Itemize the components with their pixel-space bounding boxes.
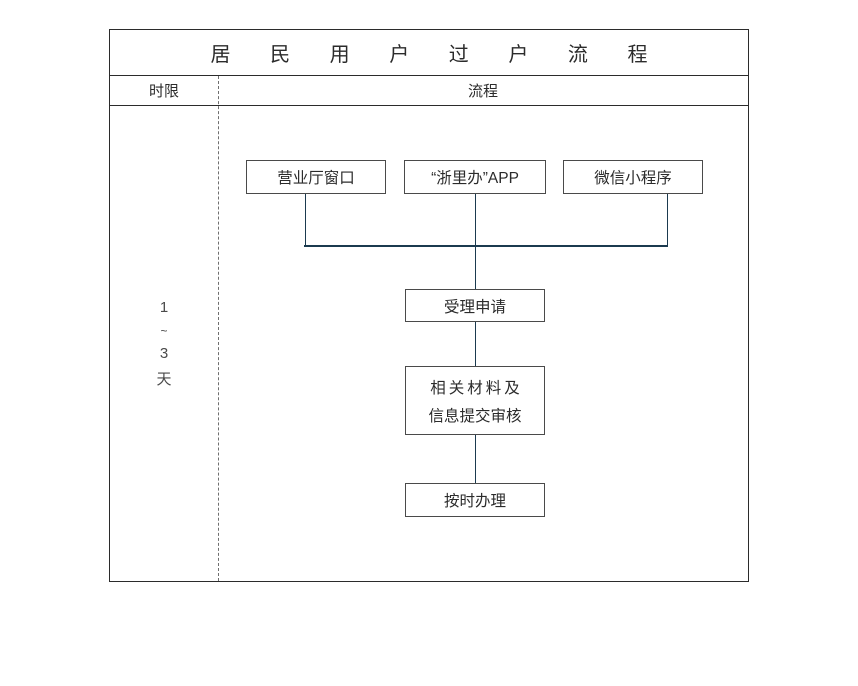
duration-line-1: 1 [159,298,169,316]
column-header-process: 流程 [467,83,498,100]
duration-cell: 1 ~ 3 天 [110,106,218,581]
table-title-row: 居 民 用 户 过 户 流 程 [110,30,748,76]
column-header-duration: 时限 [148,83,179,100]
flow-node-hall-label: 营业厅窗口 [277,170,355,187]
flow-node-app[interactable]: “浙里办”APP [404,160,546,194]
connector-merge-bus [304,245,668,247]
table-body-row: 1 ~ 3 天 营业厅窗口 “浙里办”APP 微信小程序 [110,106,748,581]
flow-node-process-on-time[interactable]: 按时办理 [405,483,545,517]
connector-hall-drop [304,194,306,246]
connector-to-materials [474,322,476,366]
flowchart-table: 居 民 用 户 过 户 流 程 时限 流程 1 ~ 3 天 营业厅窗口 [109,29,749,582]
duration-line-2: ~ [160,323,168,338]
flow-diagram-cell: 营业厅窗口 “浙里办”APP 微信小程序 受理申请 相关材料及 信息提交审核 按… [218,106,748,581]
flow-node-app-label: “浙里办”APP [431,170,519,187]
page-title: 居 民 用 户 过 户 流 程 [210,44,665,66]
flow-node-accept-application-label: 受理申请 [443,298,506,316]
duration-line-3: 3 [159,344,169,362]
flow-node-hall[interactable]: 营业厅窗口 [246,160,386,194]
flow-node-submit-materials-label-line1: 相关材料及 [430,379,523,397]
connector-app-drop [474,194,476,246]
flow-node-submit-materials[interactable]: 相关材料及 信息提交审核 [405,366,545,435]
flow-node-process-on-time-label: 按时办理 [443,493,506,510]
table-header-row: 时限 流程 [110,76,748,106]
flow-node-wechat[interactable]: 微信小程序 [563,160,703,194]
column-divider [218,76,219,581]
flow-node-wechat-label: 微信小程序 [594,170,672,187]
connector-wechat-drop [666,194,668,246]
flow-node-submit-materials-label-line2: 信息提交审核 [428,407,522,425]
duration-line-4: 天 [156,370,172,388]
flow-node-accept-application[interactable]: 受理申请 [405,289,545,322]
connector-to-accept [474,245,476,289]
connector-to-timely [474,435,476,483]
